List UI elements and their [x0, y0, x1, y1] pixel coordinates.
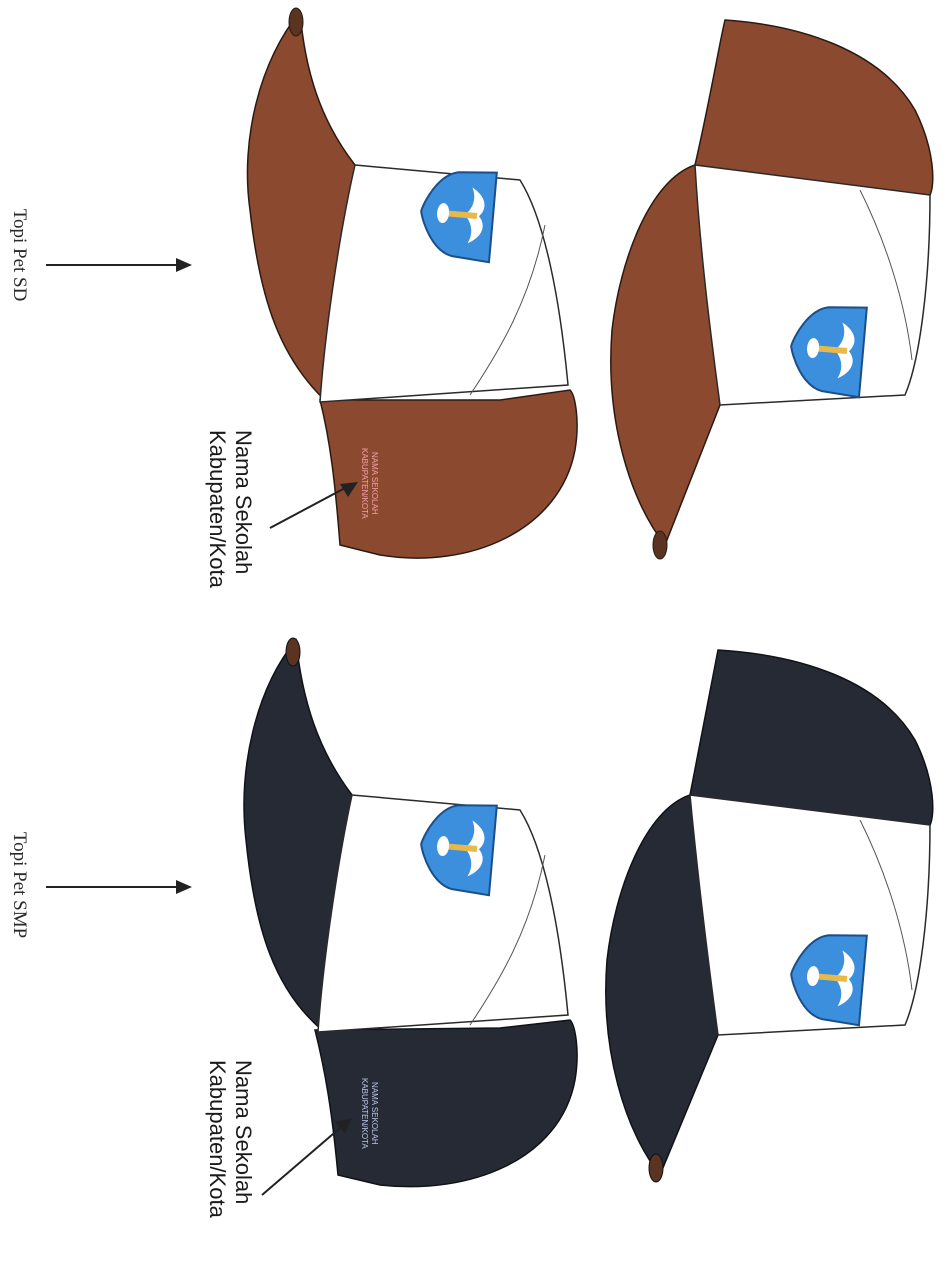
cap-sd-back: [320, 390, 577, 558]
arrow-sd: [46, 258, 192, 272]
smp-embroidery-city: KABUPATEN/KOTA: [360, 1078, 369, 1149]
caption-topi-pet-smp: Topi Pet SMP: [9, 832, 30, 938]
callout-smp-line2: Kabupaten/Kota: [205, 1060, 230, 1219]
cap-sd: NAMA SEKOLAH KABUPATEN/KOTA: [247, 8, 932, 559]
callout-smp-line1: Nama Sekolah: [231, 1060, 256, 1204]
smp-embroidery-school: NAMA SEKOLAH: [370, 1082, 379, 1145]
callout-sd-line2: Kabupaten/Kota: [205, 430, 230, 589]
cap-sd-back-lower: [695, 20, 933, 195]
arrow-smp: [46, 880, 192, 894]
cap-smp: NAMA SEKOLAH KABUPATEN/KOTA: [244, 638, 933, 1187]
cap-smp-back-lower: [690, 650, 933, 825]
cap-smp-back: [315, 1020, 577, 1187]
sd-embroidery-city: KABUPATEN/KOTA: [360, 448, 369, 519]
caption-topi-pet-sd: Topi Pet SD: [9, 209, 30, 302]
callout-sd-line1: Nama Sekolah: [231, 430, 256, 574]
sd-embroidery-school: NAMA SEKOLAH: [370, 452, 379, 515]
